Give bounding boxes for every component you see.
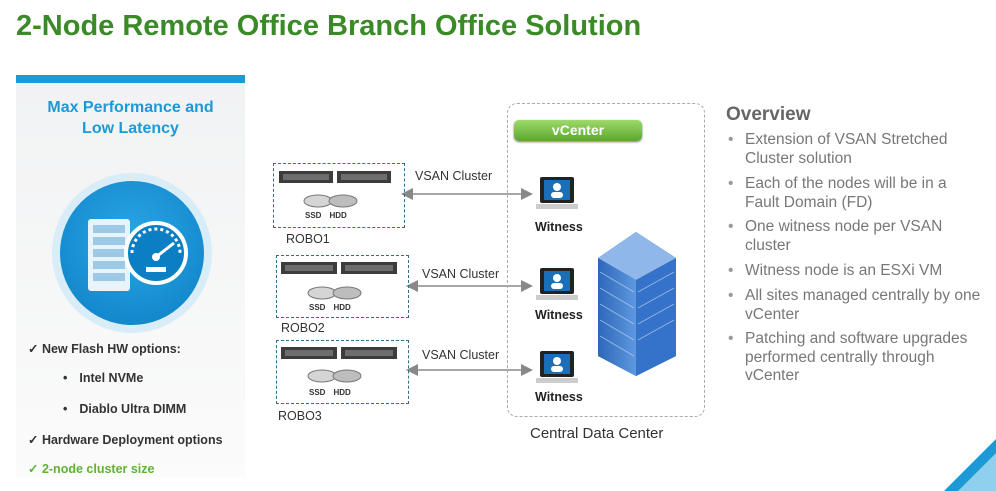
panel-accent-bar — [16, 75, 245, 83]
performance-icon-circle — [52, 173, 212, 333]
bullet: • — [728, 262, 734, 279]
sub-bullet: • — [63, 371, 68, 385]
robo1-servers-icon — [279, 171, 391, 208]
overview-item: • Extension of VSAN Stretched Cluster sol… — [728, 131, 985, 168]
bullet: • — [728, 175, 734, 192]
overview-item: • Witness node is an ESXi VM — [728, 262, 985, 281]
witness-label-1: Witness — [535, 220, 583, 234]
feature-flash-hw: ✓ New Flash HW options: — [28, 342, 181, 356]
robo2-cluster-box — [276, 255, 409, 318]
robo1-label: ROBO1 — [286, 232, 330, 246]
robo2-label: ROBO2 — [281, 321, 325, 335]
overview-item: • Patching and software upgrades performe… — [728, 330, 985, 386]
overview-item-text: Extension of VSAN Stretched Cluster solu… — [745, 131, 948, 167]
bullet: • — [728, 330, 734, 347]
datacenter-label: Central Data Center — [530, 425, 664, 442]
robo3-label: ROBO3 — [278, 409, 322, 423]
robo3-cluster-box — [276, 340, 409, 404]
feature-diablo-dimm: • Diablo Ultra DIMM — [63, 402, 186, 416]
robo3-servers-icon — [281, 347, 397, 383]
bullet: • — [728, 131, 734, 148]
central-datacenter-box — [507, 103, 705, 417]
overview-item: • One witness node per VSAN cluster — [728, 218, 985, 255]
robo3-disk-labels: SSD HDD — [309, 388, 351, 397]
witness-monitor-icon-2 — [536, 268, 578, 300]
hdd-label: HDD — [333, 388, 351, 397]
overview-item-text: Patching and software upgrades performed… — [745, 330, 968, 384]
feature-diablo-dimm-text: Diablo Ultra DIMM — [79, 402, 187, 416]
panel-heading-line2: Low Latency — [82, 120, 179, 137]
witness-monitor-icon-3 — [536, 351, 578, 383]
robo2-servers-icon — [281, 262, 397, 300]
vcenter-badge: vCenter — [514, 120, 642, 141]
overview-title: Overview — [726, 104, 811, 125]
feature-2node-cluster: ✓ 2-node cluster size — [28, 462, 155, 476]
panel-heading: Max Performance and Low Latency — [16, 97, 245, 139]
bullet: • — [728, 218, 734, 235]
feature-panel: Max Performance and Low Latency — [16, 75, 245, 477]
vsan-cluster-label-1: VSAN Cluster — [415, 169, 493, 183]
vsan-cluster-label-2: VSAN Cluster — [422, 267, 500, 281]
feature-intel-nvme: • Intel NVMe — [63, 371, 143, 385]
hdd-label: HDD — [333, 303, 351, 312]
overview-item: • Each of the nodes will be in a Fault Do… — [728, 175, 985, 212]
sub-bullet: • — [63, 402, 68, 416]
vsan-cluster-label-3: VSAN Cluster — [422, 348, 500, 362]
feature-hw-deployment: ✓ Hardware Deployment options — [28, 433, 223, 447]
ssd-label: SSD — [309, 303, 326, 312]
witness-label-3: Witness — [535, 390, 583, 404]
panel-heading-line1: Max Performance and — [47, 99, 214, 116]
overview-item-text: Each of the nodes will be in a Fault Dom… — [745, 175, 947, 211]
robo1-disk-labels: SSD HDD — [305, 211, 347, 220]
witness-monitor-icon-1 — [536, 177, 578, 209]
slide-title: 2-Node Remote Office Branch Office Solut… — [16, 10, 642, 42]
overview-item: • All sites managed centrally by one vCen… — [728, 287, 985, 324]
overview-item-text: Witness node is an ESXi VM — [745, 262, 943, 279]
ssd-label: SSD — [305, 211, 322, 220]
robo2-disk-labels: SSD HDD — [309, 303, 351, 312]
overview-item-text: All sites managed centrally by one vCent… — [745, 287, 981, 323]
datacenter-building-icon — [598, 232, 676, 376]
overview-item-text: One witness node per VSAN cluster — [745, 218, 943, 254]
hdd-label: HDD — [329, 211, 347, 220]
ssd-label: SSD — [309, 388, 326, 397]
feature-intel-nvme-text: Intel NVMe — [79, 371, 144, 385]
server-gauge-icon — [88, 219, 188, 291]
robo1-cluster-box — [273, 163, 405, 228]
bullet: • — [728, 287, 734, 304]
witness-label-2: Witness — [535, 308, 583, 322]
corner-decoration — [944, 439, 996, 491]
